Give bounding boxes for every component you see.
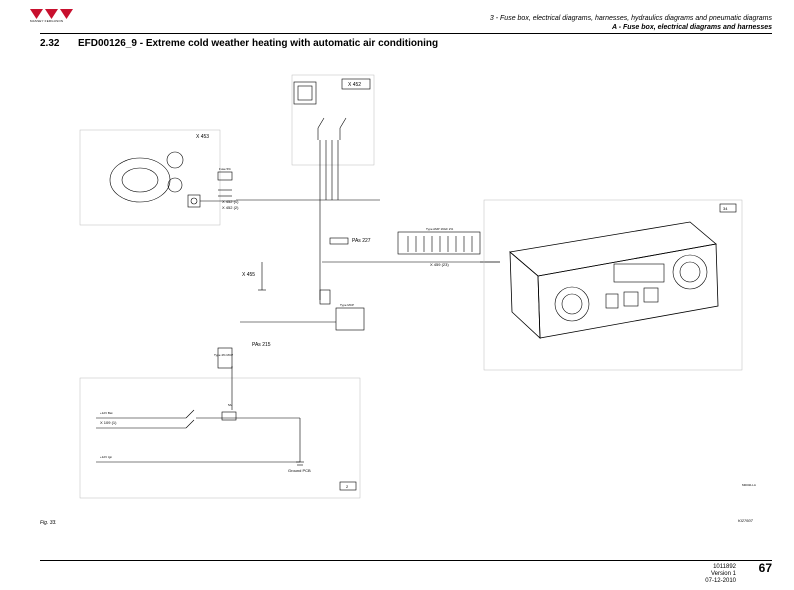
label-x452-pin1: X 452 (1) bbox=[222, 199, 239, 204]
terminal-block-top bbox=[397, 231, 500, 263]
label-fuse: Fuse 5% bbox=[219, 167, 231, 171]
label-ref2: 2 bbox=[346, 484, 349, 489]
massey-ferguson-logo: MASSEY FERGUSON bbox=[30, 8, 74, 24]
triple-triangle-icon bbox=[30, 9, 73, 19]
label-x459: X 459 (23) bbox=[430, 262, 449, 267]
label-ign: +12V Ign bbox=[100, 455, 112, 459]
label-type-mid: Type MCP bbox=[340, 303, 354, 307]
section-number: 2.32 bbox=[40, 38, 60, 49]
document-info: 1011892 Version 1 07-12-2010 bbox=[705, 564, 736, 585]
brand-text: MASSEY FERGUSON bbox=[30, 19, 64, 23]
label-fuse-rating: 5A bbox=[228, 403, 232, 407]
label-x453: X 453 bbox=[196, 134, 209, 140]
label-type-bottom: Type 4% MCP bbox=[214, 353, 233, 357]
header-rule bbox=[40, 33, 772, 34]
doc-version: Version 1 bbox=[710, 571, 736, 577]
footer-rule bbox=[40, 560, 772, 561]
label-x452-pin2: X 452 (2) bbox=[222, 205, 239, 210]
label-ground: Ground PCB bbox=[288, 468, 311, 473]
figure-code: KI27607 bbox=[738, 518, 753, 523]
label-bat: +12V Bat bbox=[100, 411, 113, 415]
doc-number: 1011892 bbox=[713, 564, 736, 570]
doc-date: 07-12-2010 bbox=[705, 578, 736, 584]
x453-panel bbox=[79, 129, 236, 226]
figure-label: Fig. 33. bbox=[40, 520, 57, 526]
x452-panel bbox=[236, 74, 500, 263]
label-type-top: Type AMP 16GF 2% bbox=[426, 227, 453, 231]
label-x109: X 109 (1) bbox=[100, 420, 117, 425]
pas227-connector bbox=[240, 237, 365, 331]
control-panel-drawing bbox=[483, 199, 743, 371]
label-ref34: 34 bbox=[723, 206, 728, 211]
label-pas227: PAs 227 bbox=[352, 238, 371, 244]
section-header: A - Fuse box, electrical diagrams and ha… bbox=[611, 24, 772, 31]
section-title: EFD00126_9 - Extreme cold weather heatin… bbox=[78, 38, 439, 49]
chapter-header: 3 - Fuse box, electrical diagrams, harne… bbox=[489, 15, 772, 22]
label-x452: X 452 bbox=[348, 82, 361, 88]
label-pas215: PAs 215 bbox=[252, 342, 271, 348]
label-panel-code: M0040-LA bbox=[742, 483, 756, 487]
page-number: 67 bbox=[758, 561, 772, 575]
lower-schematic bbox=[79, 347, 361, 499]
label-x455: X 455 bbox=[242, 272, 255, 278]
